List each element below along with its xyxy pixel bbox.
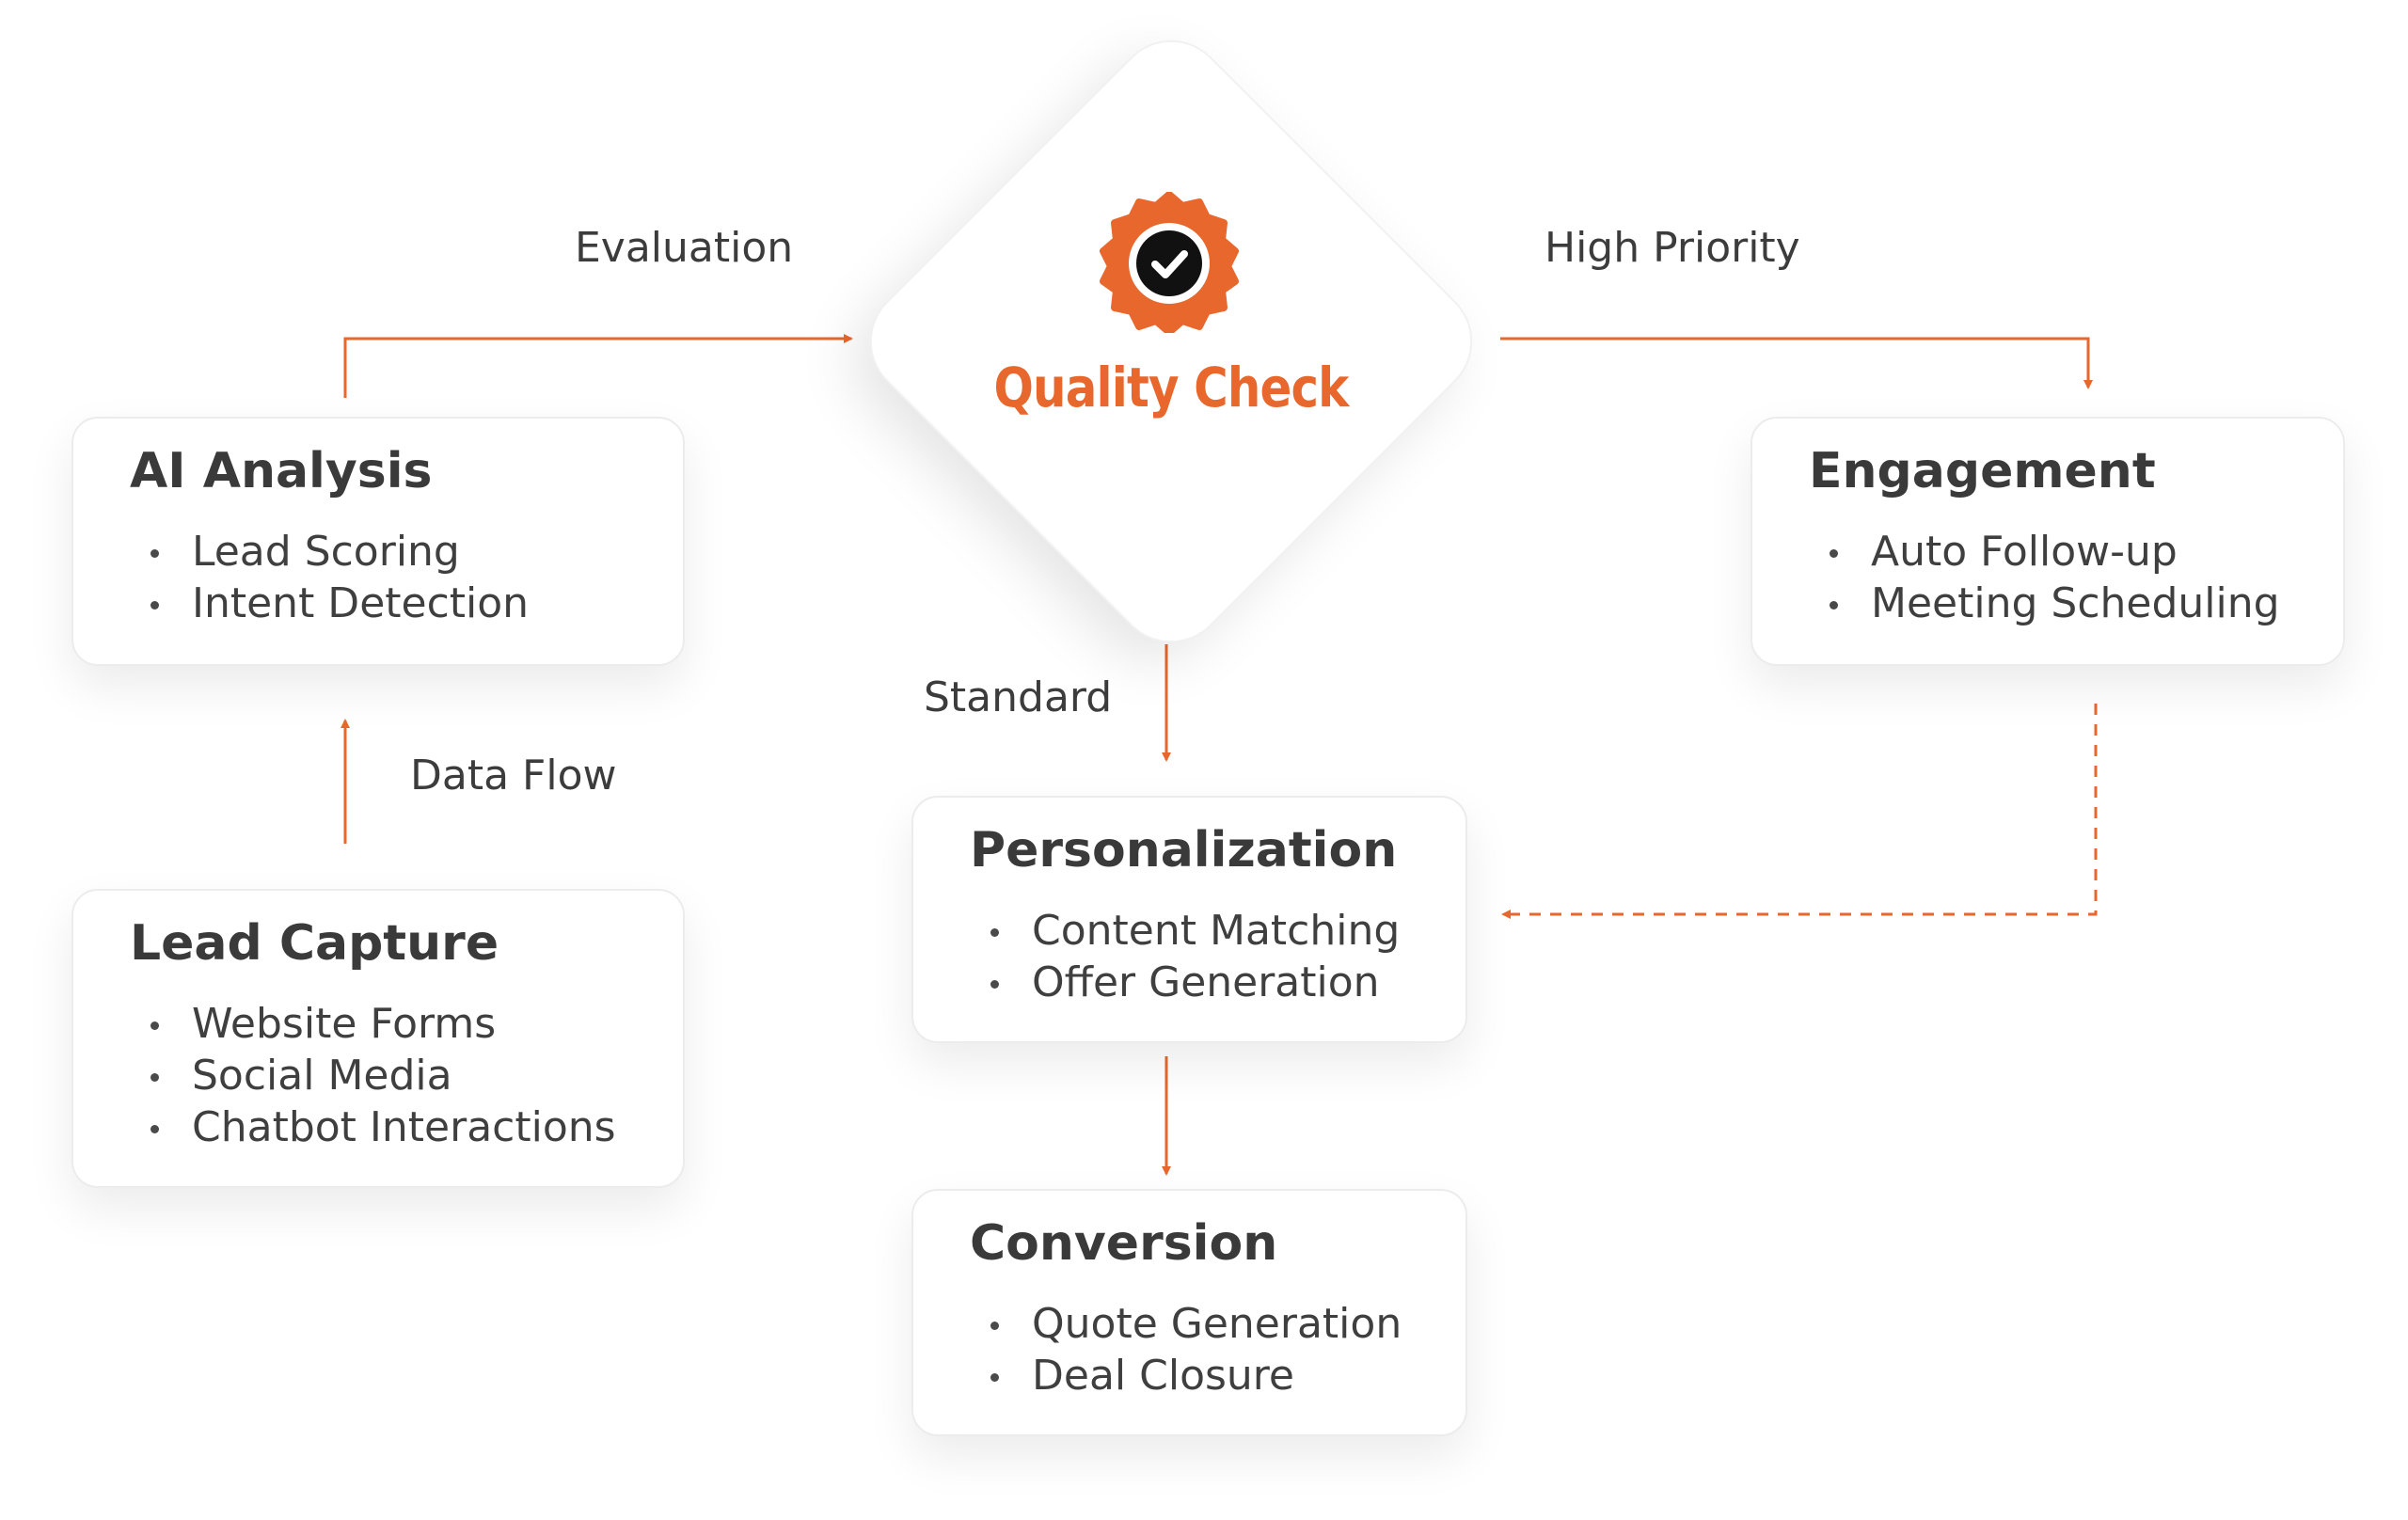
quality-check-title: Quality Check: [993, 356, 1349, 420]
node-item-list: Quote Generation Deal Closure: [970, 1298, 1409, 1401]
edge-label-standard: Standard: [924, 673, 1113, 721]
high-priority-arrow: [1500, 337, 2093, 389]
list-item: Social Media: [150, 1050, 626, 1101]
edge-label-high-priority: High Priority: [1545, 224, 1800, 272]
node-item-list: Lead Scoring Intent Detection: [130, 526, 626, 629]
edge-label-evaluation: Evaluation: [575, 224, 794, 272]
list-item: Website Forms: [150, 998, 626, 1050]
node-conversion: Conversion Quote Generation Deal Closure: [911, 1189, 1467, 1436]
node-personalization: Personalization Content Matching Offer G…: [911, 796, 1467, 1043]
node-item-list: Auto Follow-up Meeting Scheduling: [1809, 526, 2287, 629]
list-item: Quote Generation: [990, 1298, 1409, 1350]
node-item-list: Website Forms Social Media Chatbot Inter…: [130, 998, 626, 1153]
list-item: Deal Closure: [990, 1350, 1409, 1401]
node-title: Lead Capture: [130, 915, 499, 972]
list-item: Chatbot Interactions: [150, 1101, 626, 1153]
list-item: Auto Follow-up: [1830, 526, 2287, 578]
node-lead-capture: Lead Capture Website Forms Social Media …: [71, 889, 685, 1188]
node-title: AI Analysis: [130, 443, 433, 499]
list-item: Lead Scoring: [150, 526, 626, 578]
list-item: Content Matching: [990, 905, 1409, 957]
node-engagement: Engagement Auto Follow-up Meeting Schedu…: [1751, 417, 2345, 666]
badge-check-icon: [1100, 192, 1239, 333]
node-title: Personalization: [970, 822, 1398, 879]
engagement-to-personalization-arrow: [1501, 704, 2098, 919]
node-ai-analysis: AI Analysis Lead Scoring Intent Detectio…: [71, 417, 685, 666]
list-item: Intent Detection: [150, 578, 626, 629]
node-title: Conversion: [970, 1215, 1278, 1272]
node-item-list: Content Matching Offer Generation: [970, 905, 1409, 1008]
evaluation-arrow: [343, 334, 853, 398]
edge-label-data-flow: Data Flow: [410, 752, 617, 800]
list-item: Offer Generation: [990, 957, 1409, 1008]
list-item: Meeting Scheduling: [1830, 578, 2287, 629]
node-title: Engagement: [1809, 443, 2156, 499]
